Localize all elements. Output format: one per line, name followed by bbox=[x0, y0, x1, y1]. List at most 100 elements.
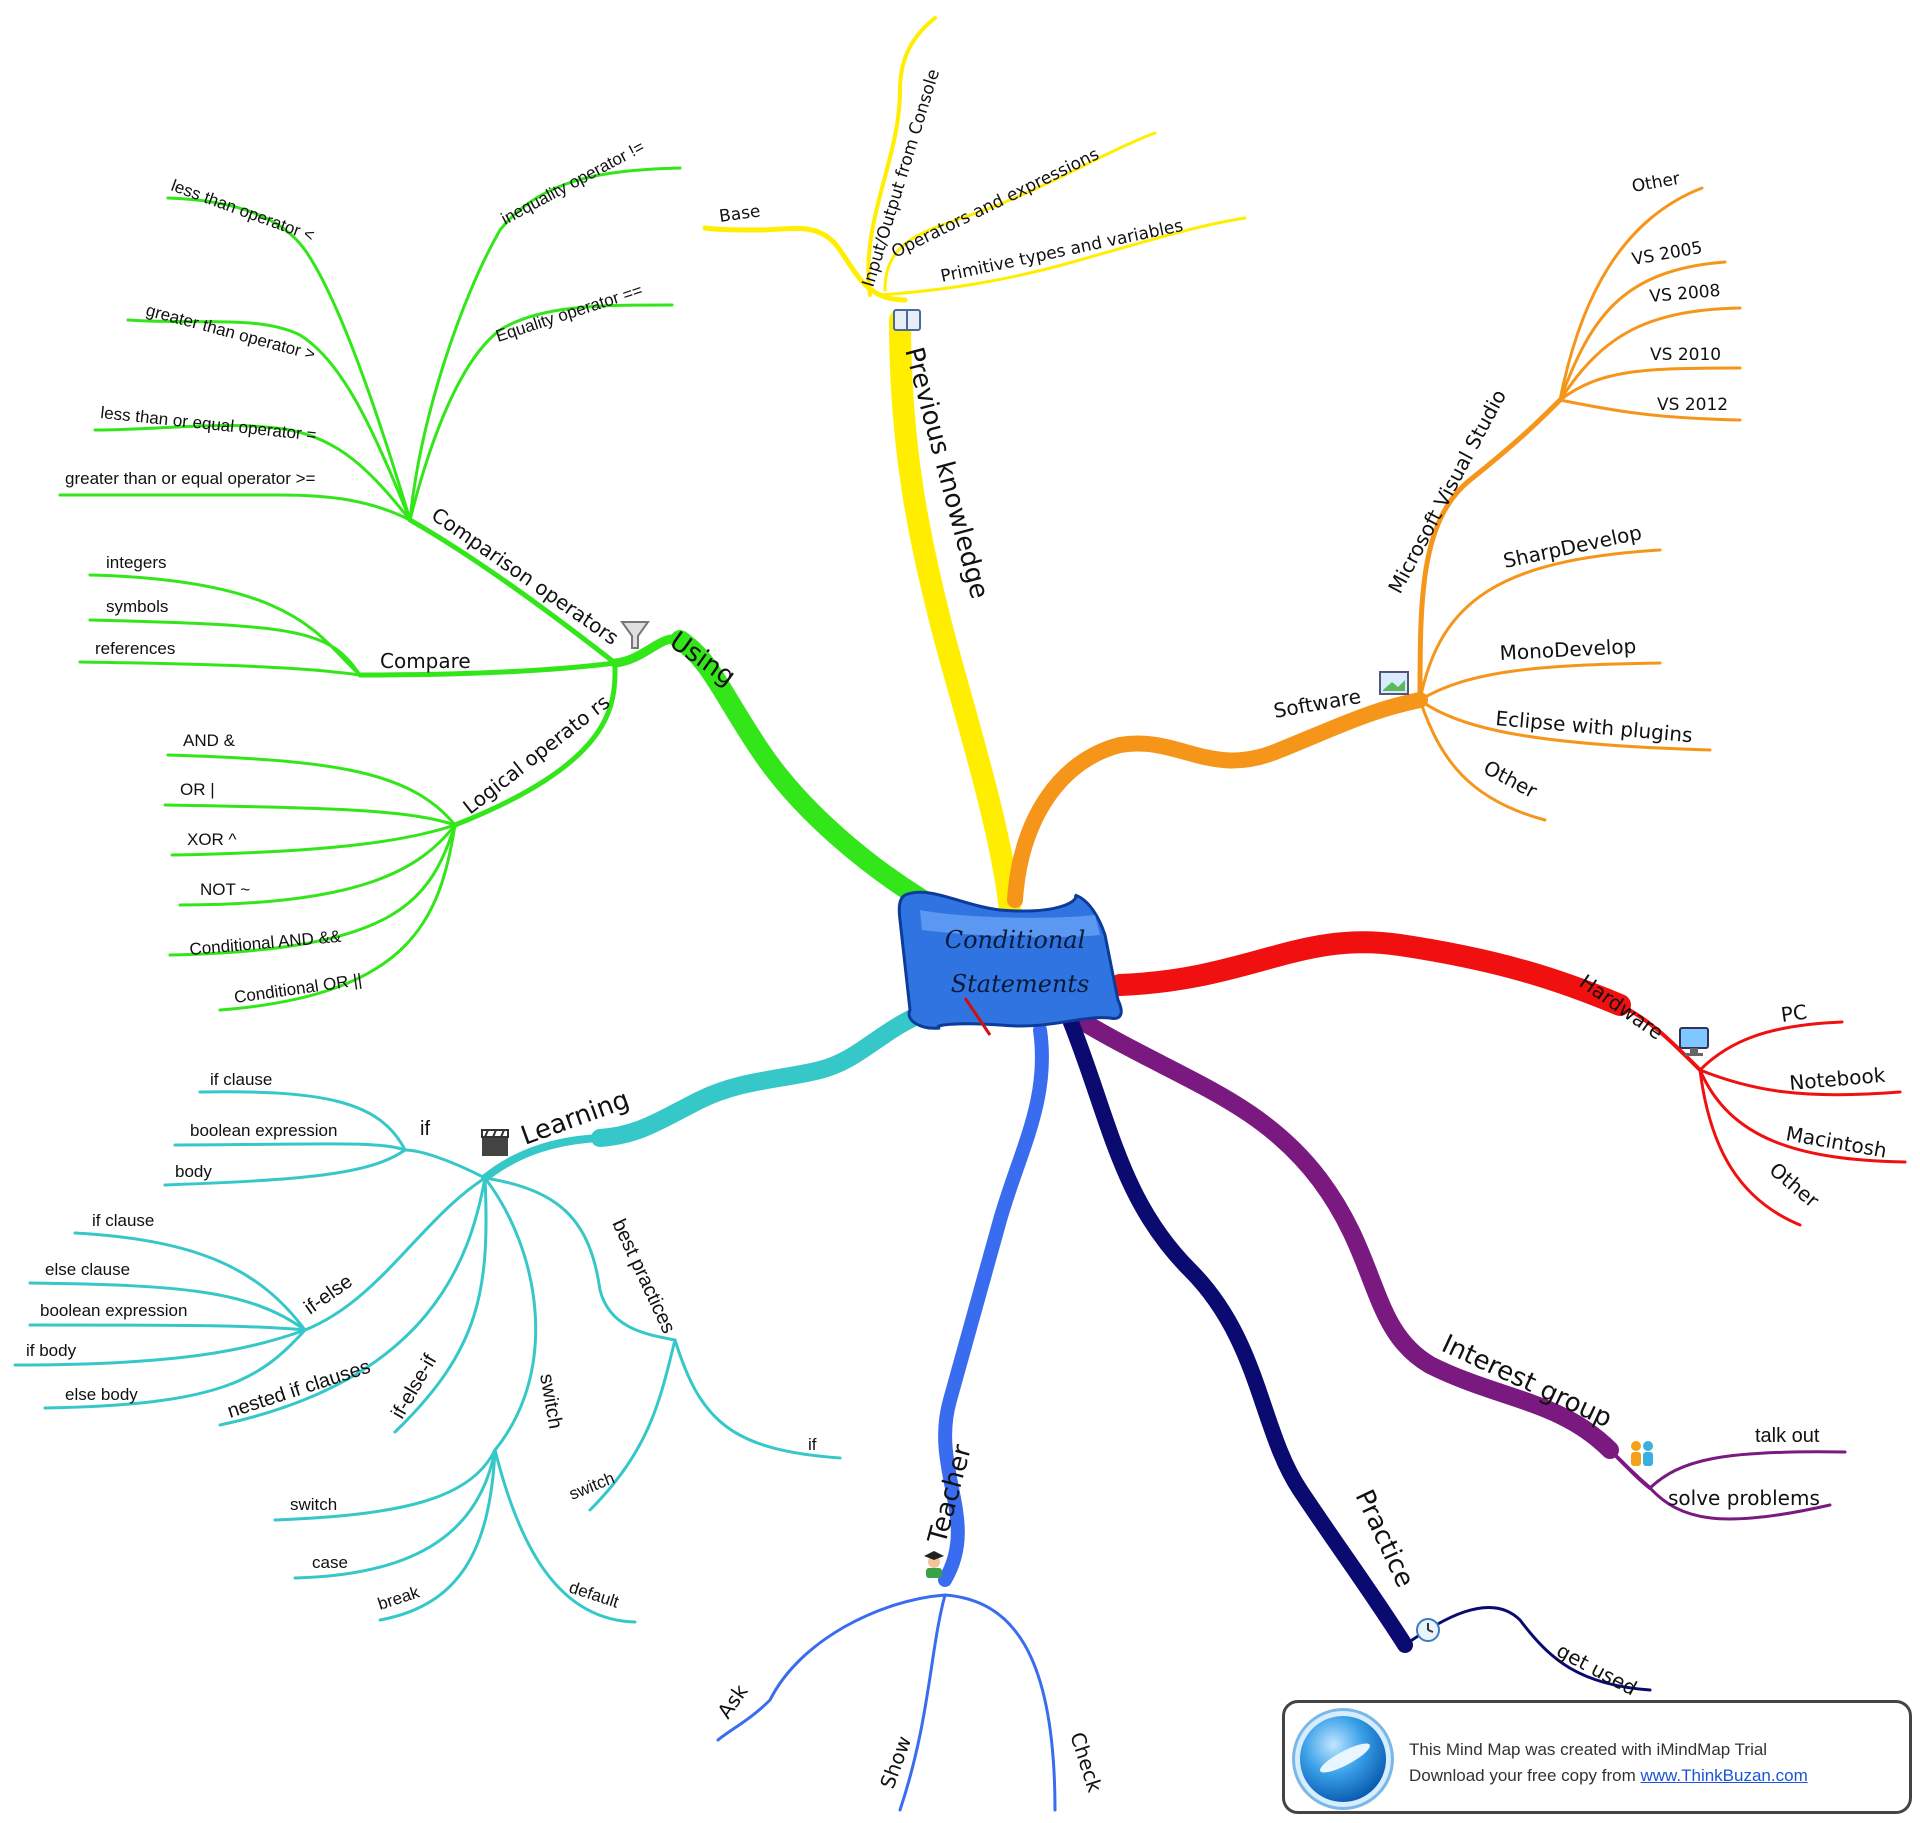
link-ie-elsebody bbox=[43, 1328, 307, 1410]
link-ask bbox=[716, 1593, 947, 1742]
msvs-label: Microsoft Visual Studio bbox=[1383, 386, 1511, 598]
or-label: OR | bbox=[180, 780, 215, 799]
software-group bbox=[1417, 186, 1742, 822]
other-hw-label: Other bbox=[1765, 1157, 1825, 1212]
comparison-label: Comparison operators bbox=[427, 502, 623, 649]
if-label: if bbox=[420, 1118, 430, 1140]
link-comparison bbox=[407, 517, 618, 666]
pk-primitive-label: Primitive types and variables bbox=[939, 216, 1185, 287]
link-cand bbox=[168, 823, 457, 957]
link-ie-else bbox=[28, 1281, 307, 1332]
link-vs-other bbox=[1558, 186, 1704, 402]
center-scroll-shine bbox=[920, 910, 1100, 938]
link-check bbox=[943, 1593, 1057, 1812]
people-icon bbox=[1631, 1441, 1653, 1466]
link-sw-default bbox=[493, 1448, 637, 1624]
teacher-group bbox=[716, 1593, 1057, 1812]
branch-interest-group bbox=[1071, 1011, 1619, 1459]
check-label: Check bbox=[1065, 1729, 1107, 1795]
book-icon bbox=[893, 309, 921, 331]
link-cor bbox=[218, 823, 457, 1012]
teacher-label: Teacher bbox=[923, 1441, 978, 1547]
link-msvs bbox=[1417, 397, 1563, 703]
link-other-sw bbox=[1418, 698, 1547, 822]
branch-previous-knowledge bbox=[889, 309, 1021, 921]
practice-labels: Practice get used bbox=[1349, 1485, 1641, 1700]
link-ifelse bbox=[303, 1176, 487, 1332]
credit-line2-prefix: Download your free copy from bbox=[1409, 1766, 1641, 1785]
link-if bbox=[403, 1148, 487, 1180]
link-if-body bbox=[163, 1148, 407, 1187]
main-branches bbox=[591, 309, 1702, 1653]
ne-label: inequality operator != bbox=[498, 137, 648, 229]
sw-case-label: case bbox=[312, 1553, 348, 1572]
using-group bbox=[58, 166, 682, 1012]
compare-label: Compare bbox=[380, 649, 471, 673]
link-references bbox=[78, 660, 362, 677]
best-if-label: if bbox=[808, 1435, 817, 1454]
vs2012-label: VS 2012 bbox=[1657, 395, 1728, 415]
vs2008-label: VS 2008 bbox=[1649, 281, 1722, 307]
get-used-label: get used bbox=[1553, 1638, 1641, 1700]
branch-hardware-tail bbox=[1618, 1003, 1702, 1072]
ie-ifclause-label: if clause bbox=[92, 1211, 154, 1230]
link-if-bool bbox=[173, 1142, 407, 1152]
ie-bool-label: boolean expression bbox=[40, 1301, 187, 1320]
using-label: Using bbox=[664, 626, 741, 692]
link-show bbox=[898, 1593, 947, 1812]
link-ie-bool bbox=[28, 1323, 307, 1332]
not-label: NOT ~ bbox=[200, 880, 250, 899]
ge-label: greater than or equal operator >= bbox=[65, 469, 316, 488]
link-mono bbox=[1418, 661, 1662, 702]
branch-using bbox=[670, 630, 950, 920]
logical-label: Logical operato rs bbox=[458, 690, 614, 819]
link-compare bbox=[357, 660, 618, 678]
ie-ifbody-label: if body bbox=[26, 1341, 77, 1360]
cor-label: Conditional OR || bbox=[233, 970, 363, 1007]
hardware-labels: Hardware PC Notebook Macintosh Other bbox=[1575, 969, 1889, 1212]
show-label: Show bbox=[875, 1733, 916, 1792]
branch-hardware bbox=[1109, 931, 1631, 1016]
link-if-clause bbox=[198, 1090, 407, 1152]
previous-knowledge-group bbox=[702, 16, 1247, 303]
credit-link[interactable]: www.ThinkBuzan.com bbox=[1640, 1766, 1808, 1785]
talk-label: talk out bbox=[1755, 1425, 1820, 1447]
sharp-label: SharpDevelop bbox=[1501, 520, 1644, 573]
references-label: references bbox=[95, 639, 175, 658]
nested-label: nested if clauses bbox=[225, 1356, 373, 1423]
link-talk bbox=[1648, 1450, 1847, 1490]
if-body-label: body bbox=[175, 1162, 212, 1181]
branch-practice bbox=[1062, 1012, 1413, 1653]
branch-software bbox=[1007, 692, 1428, 908]
link-sw-switch bbox=[273, 1448, 497, 1522]
center-node: Conditional Statements bbox=[897, 890, 1123, 1036]
link-ge bbox=[58, 493, 412, 522]
link-sw-break bbox=[378, 1448, 497, 1622]
link-vs2012 bbox=[1558, 398, 1742, 422]
link-best bbox=[483, 1176, 677, 1342]
vs-other-label: Other bbox=[1630, 169, 1681, 197]
ifelse-label: if-else bbox=[300, 1270, 356, 1319]
branch-using-tail bbox=[610, 634, 695, 668]
switch-label: switch bbox=[535, 1372, 566, 1431]
integers-label: integers bbox=[106, 553, 166, 572]
link-integers bbox=[88, 573, 362, 677]
if-bool-label: boolean expression bbox=[190, 1121, 337, 1140]
graduate-icon bbox=[924, 1551, 944, 1578]
credit-box: This Mind Map was created with iMindMap … bbox=[1282, 1700, 1912, 1814]
link-ne bbox=[408, 166, 682, 522]
learning-group bbox=[13, 1090, 842, 1624]
eq-label: Equality operator == bbox=[493, 280, 645, 345]
ie-elsebody-label: else body bbox=[65, 1385, 138, 1404]
eclipse-label: Eclipse with plugins bbox=[1495, 706, 1694, 747]
link-xor bbox=[170, 823, 457, 857]
lt-label: less than operator < bbox=[169, 176, 317, 245]
credit-text: This Mind Map was created with iMindMap … bbox=[1409, 1737, 1808, 1789]
link-sharp bbox=[1418, 548, 1662, 702]
if-clause-label: if clause bbox=[210, 1070, 272, 1089]
funnel-icon bbox=[620, 621, 650, 649]
link-gt bbox=[126, 318, 412, 522]
link-get-used bbox=[1403, 1606, 1652, 1692]
picture-icon bbox=[1379, 671, 1409, 695]
link-mac bbox=[1698, 1068, 1907, 1164]
